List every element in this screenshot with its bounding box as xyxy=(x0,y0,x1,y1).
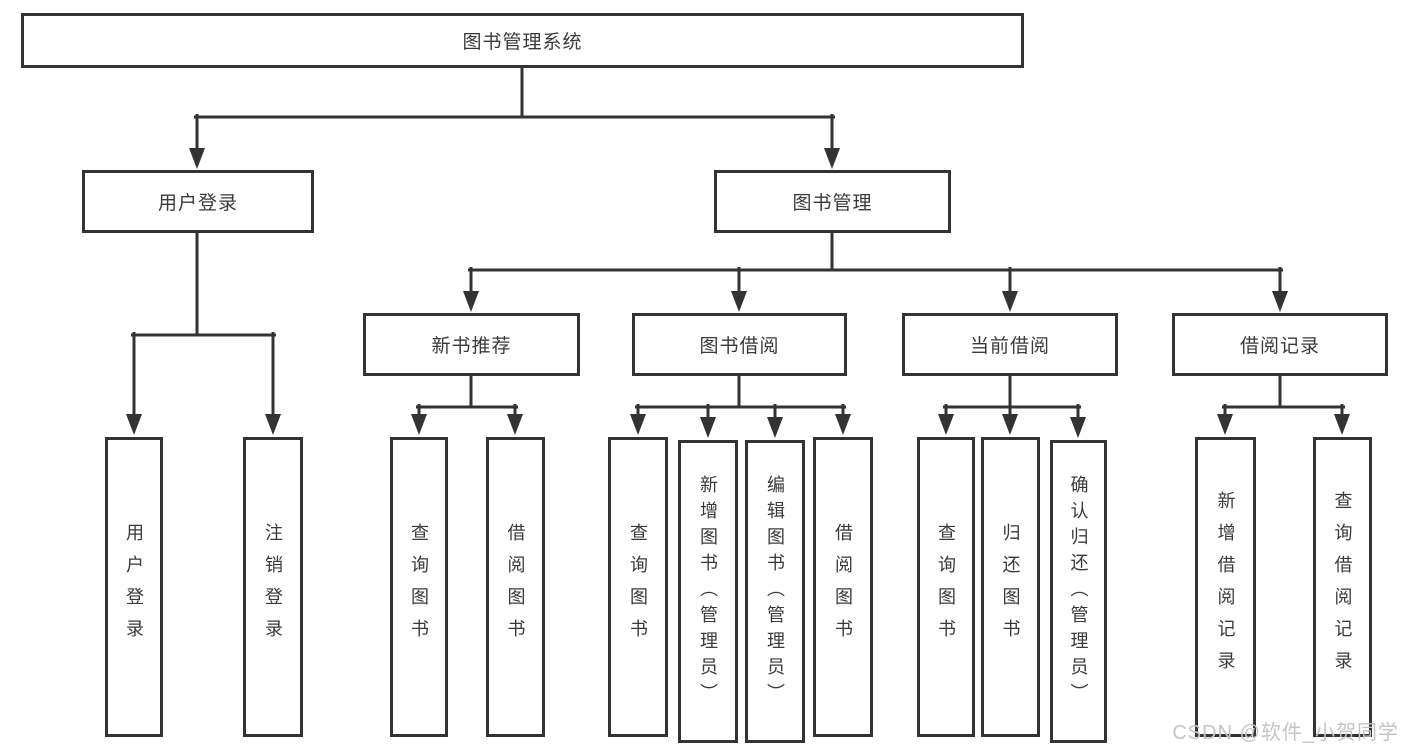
arrowhead-login-leaf xyxy=(126,414,142,435)
arrowhead-bb-edit xyxy=(767,417,783,438)
leaf-user-login-label: 用户登录 xyxy=(124,523,144,651)
arrowhead-cb-confirm xyxy=(1070,417,1086,438)
csdn-watermark: CSDN @软件_小贺同学 xyxy=(1172,722,1399,744)
arrowhead-new-book xyxy=(463,291,479,312)
leaf-bb-query-books-label: 查询图书 xyxy=(628,523,648,651)
edge-borrow-record-split xyxy=(1222,374,1345,421)
node-current-borrow: 当前借阅 xyxy=(902,313,1118,376)
leaf-bb-add-books-admin-label: 新增图书（管理员） xyxy=(698,474,718,709)
node-root-system: 图书管理系统 xyxy=(21,13,1024,68)
arrowhead-bb-add xyxy=(700,417,716,438)
arrowhead-logout-leaf xyxy=(265,414,281,435)
arrowhead-cb-query xyxy=(938,414,954,435)
arrowhead-book-borrow xyxy=(731,291,747,312)
leaf-nb-borrow-books: 借阅图书 xyxy=(486,437,545,737)
edge-new-book-split xyxy=(416,374,518,421)
leaf-cb-confirm-return-admin-label: 确认归还（管理员） xyxy=(1068,474,1089,709)
leaf-cb-query-books-label: 查询图书 xyxy=(936,523,956,651)
leaf-nb-borrow-books-label: 借阅图书 xyxy=(505,523,526,651)
leaf-bb-edit-books-admin-label: 编辑图书（管理员） xyxy=(765,474,785,709)
arrowhead-book-mgmt xyxy=(824,148,840,169)
leaf-nb-query-books-label: 查询图书 xyxy=(409,523,429,651)
node-book-management: 图书管理 xyxy=(714,170,951,233)
node-book-borrow-label: 图书借阅 xyxy=(699,336,780,357)
arrowhead-nb-query xyxy=(411,414,427,435)
node-user-login-label: 用户登录 xyxy=(157,193,238,214)
arrowhead-bb-query xyxy=(630,414,646,435)
arrowhead-br-add xyxy=(1217,414,1233,435)
node-user-login: 用户登录 xyxy=(82,170,314,233)
leaf-br-add-record: 新增借阅记录 xyxy=(1195,437,1256,737)
leaf-cb-query-books: 查询图书 xyxy=(917,437,975,737)
node-new-book-recommend: 新书推荐 xyxy=(363,313,580,376)
leaf-bb-borrow-books: 借阅图书 xyxy=(813,437,873,737)
leaf-bb-query-books: 查询图书 xyxy=(608,437,668,737)
node-current-borrow-label: 当前借阅 xyxy=(969,336,1050,357)
leaf-logout: 注销登录 xyxy=(243,437,303,737)
arrowhead-br-query xyxy=(1334,414,1350,435)
node-root-system-label: 图书管理系统 xyxy=(462,32,583,53)
node-book-management-label: 图书管理 xyxy=(792,193,873,214)
leaf-bb-borrow-books-label: 借阅图书 xyxy=(833,523,853,651)
arrowhead-bb-borrow xyxy=(835,414,851,435)
node-book-borrow: 图书借阅 xyxy=(632,313,847,376)
edge-book-borrow-split xyxy=(635,374,846,423)
leaf-user-login: 用户登录 xyxy=(105,437,163,737)
arrowhead-cb-return xyxy=(1002,414,1018,435)
leaf-nb-query-books: 查询图书 xyxy=(390,437,448,737)
node-new-book-recommend-label: 新书推荐 xyxy=(431,336,512,357)
arrowhead-borrow-record xyxy=(1272,291,1288,312)
arrowhead-user-login xyxy=(189,148,205,169)
arrowhead-nb-borrow xyxy=(507,414,523,435)
leaf-cb-return-books: 归还图书 xyxy=(981,437,1040,737)
leaf-cb-return-books-label: 归还图书 xyxy=(1000,523,1021,651)
edge-root-to-level1 xyxy=(194,66,835,154)
leaf-cb-confirm-return-admin: 确认归还（管理员） xyxy=(1050,440,1107,743)
node-borrow-record: 借阅记录 xyxy=(1172,313,1388,376)
leaf-logout-label: 注销登录 xyxy=(263,523,283,651)
edge-book-mgmt-to-groups xyxy=(468,231,1283,298)
leaf-bb-edit-books-admin: 编辑图书（管理员） xyxy=(745,440,805,743)
edge-current-borrow-split xyxy=(943,374,1081,423)
leaf-br-add-record-label: 新增借阅记录 xyxy=(1215,491,1236,683)
edge-user-login-branch xyxy=(131,231,276,420)
leaf-br-query-record: 查询借阅记录 xyxy=(1313,437,1372,737)
arrowhead-current-borrow xyxy=(1002,291,1018,312)
node-borrow-record-label: 借阅记录 xyxy=(1239,336,1320,357)
leaf-bb-add-books-admin: 新增图书（管理员） xyxy=(678,440,738,743)
leaf-br-query-record-label: 查询借阅记录 xyxy=(1332,491,1353,683)
